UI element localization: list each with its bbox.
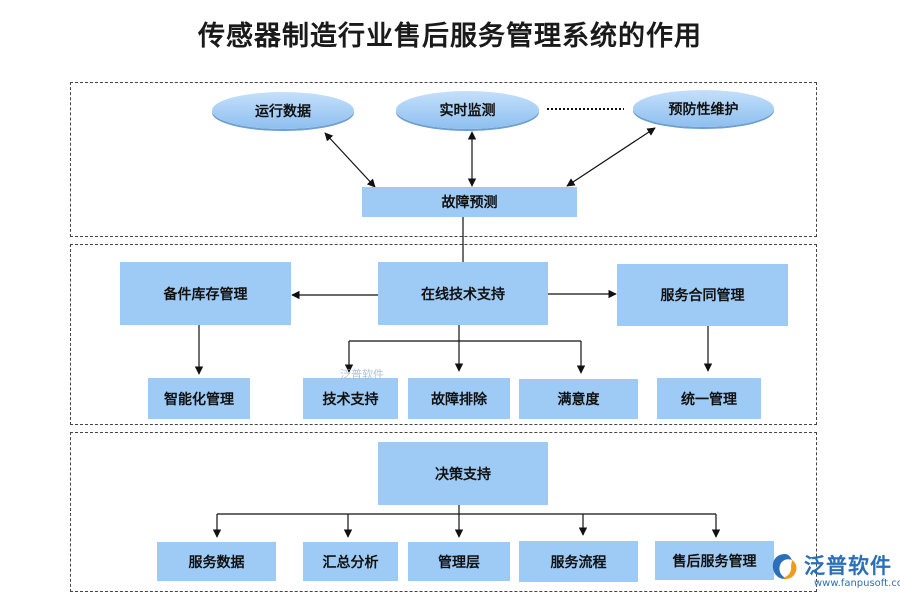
section-bottom bbox=[70, 432, 817, 592]
node-service-data: 服务数据 bbox=[157, 542, 276, 581]
logo-url: www.fanpusoft.com bbox=[814, 578, 900, 589]
brand-logo: 泛普软件 www.fanpusoft.com bbox=[768, 548, 900, 594]
node-preventive-maintenance: 预防性维护 bbox=[633, 90, 774, 127]
node-service-contract: 服务合同管理 bbox=[617, 264, 788, 326]
node-fault-prediction: 故障预测 bbox=[362, 187, 577, 217]
node-unified-management: 统一管理 bbox=[657, 378, 761, 419]
node-spare-parts-inventory: 备件库存管理 bbox=[120, 262, 291, 325]
logo-icon bbox=[772, 554, 797, 580]
logo-brand-name: 泛普软件 bbox=[804, 554, 892, 578]
node-operation-data: 运行数据 bbox=[212, 92, 354, 129]
section-middle bbox=[70, 244, 817, 425]
node-realtime-monitoring: 实时监测 bbox=[396, 91, 539, 129]
node-management-layer: 管理层 bbox=[408, 542, 510, 581]
watermark-text: 泛普软件 bbox=[340, 368, 384, 381]
section-top bbox=[70, 82, 817, 237]
arrow-data-to-prediction bbox=[324, 132, 376, 188]
page-title: 传感器制造行业售后服务管理系统的作用 bbox=[198, 21, 702, 52]
node-decision-support: 决策支持 bbox=[378, 442, 548, 505]
node-tech-support: 技术支持 bbox=[303, 378, 398, 419]
node-troubleshooting: 故障排除 bbox=[408, 378, 510, 419]
node-service-process: 服务流程 bbox=[519, 541, 638, 582]
arrow-maintenance-to-prediction bbox=[566, 127, 656, 187]
node-smart-management: 智能化管理 bbox=[148, 378, 250, 419]
node-summary-analysis: 汇总分析 bbox=[303, 542, 398, 581]
node-satisfaction: 满意度 bbox=[519, 379, 638, 419]
node-after-sales-management: 售后服务管理 bbox=[655, 541, 774, 580]
node-online-tech-support: 在线技术支持 bbox=[378, 262, 548, 325]
